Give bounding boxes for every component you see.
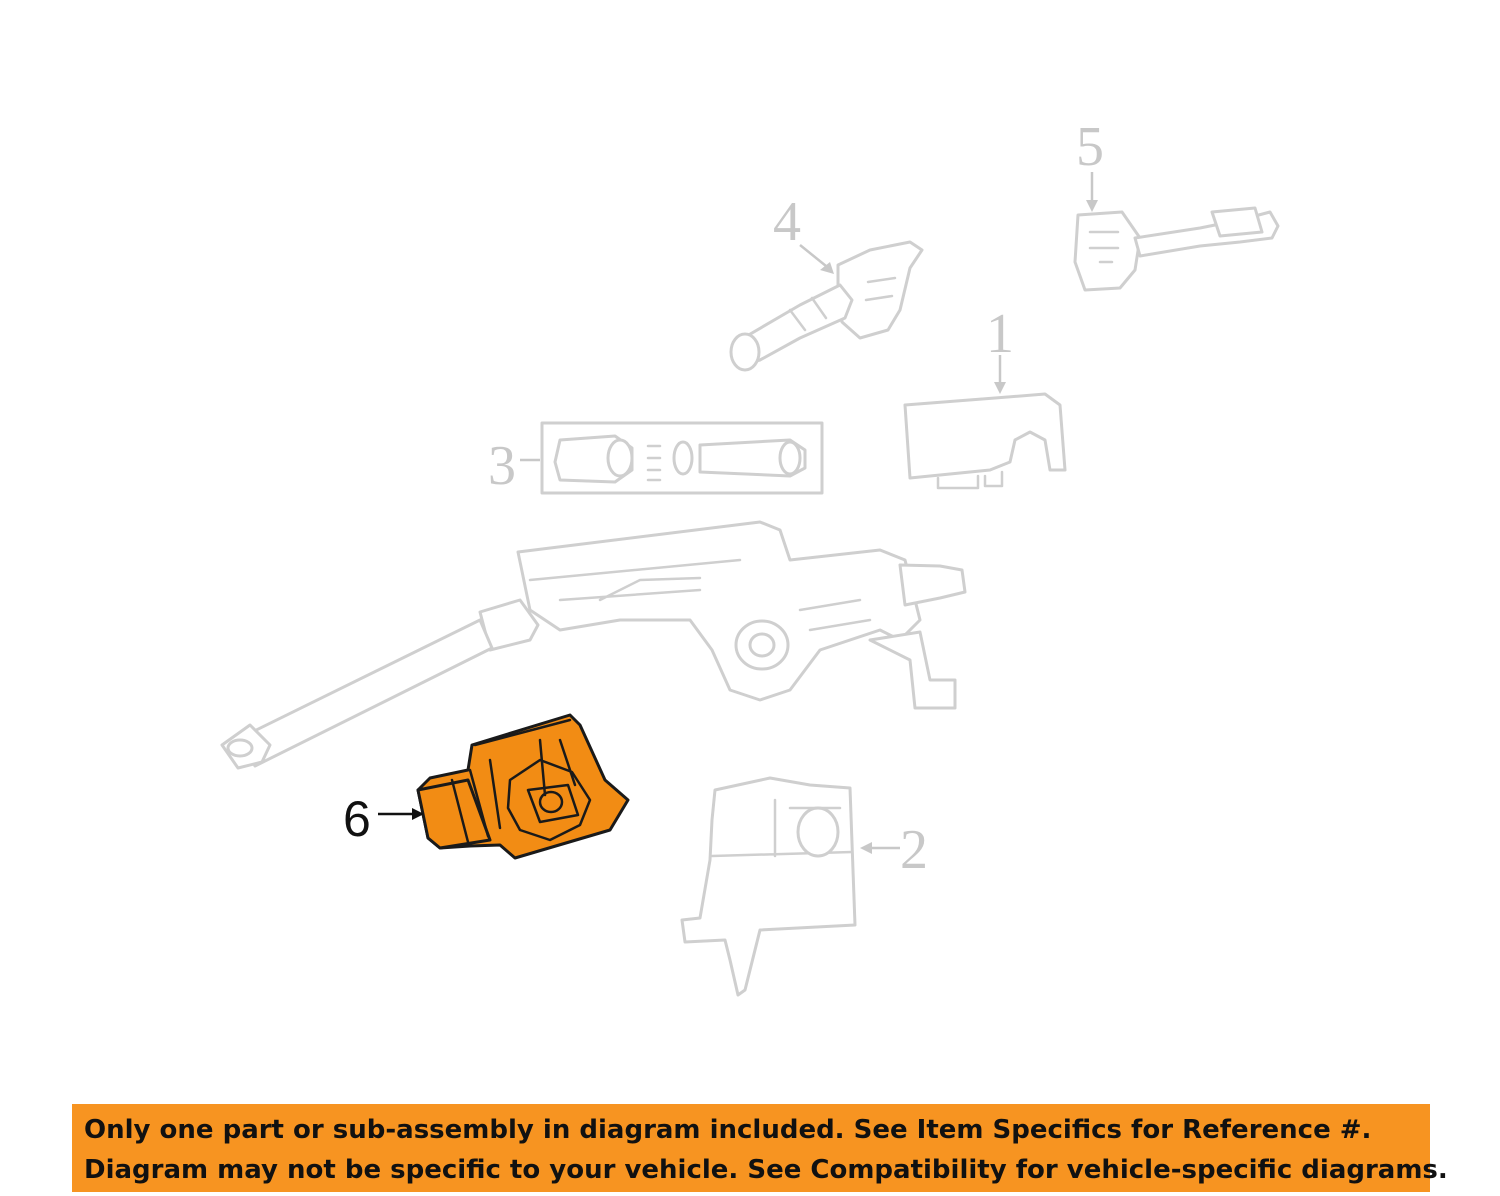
callout-2-arrowhead [860,842,872,854]
callout-5: 5 [1076,116,1104,178]
disclaimer-line-1: Only one part or sub-assembly in diagram… [84,1115,1372,1145]
callout-6: 6 [343,791,371,847]
callout-5-arrowhead [1086,200,1098,212]
callout-1: 1 [986,303,1014,365]
callout-2: 2 [900,819,928,881]
callout-3: 3 [488,435,516,497]
part-6-ignition-switch [416,713,630,860]
callout-6-arrowhead [412,808,424,820]
callout-4-leader [799,244,827,267]
steering-column [220,520,967,770]
callout-4-arrowhead [820,262,834,274]
callout-4: 4 [773,191,801,253]
part-5-wiper-switch [1073,206,1280,292]
part-1-column-cover [903,392,1067,490]
part-4-turn-signal-switch [729,240,924,372]
disclaimer-line-2: Diagram may not be specific to your vehi… [84,1155,1448,1185]
callout-1-arrowhead [994,382,1006,394]
disclaimer-banner: Only one part or sub-assembly in diagram… [72,1104,1448,1192]
part-2-column-shroud [680,776,857,997]
part-3-lock-cylinder-kit [540,421,824,495]
